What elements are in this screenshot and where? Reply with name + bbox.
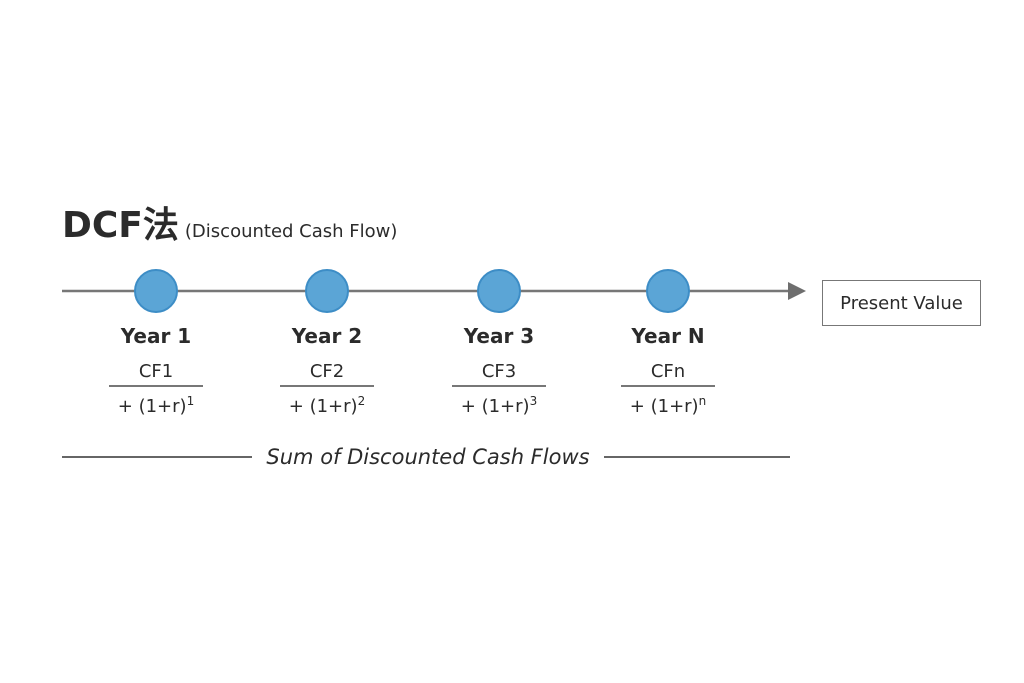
cash-flow-numerator: CF1 — [138, 361, 174, 382]
denominator-base: + (1+r) — [460, 396, 530, 417]
discount-denominator: + (1+r)1 — [56, 394, 256, 417]
denominator-exponent: 2 — [357, 394, 366, 408]
present-value-box: Present Value — [822, 280, 981, 326]
denominator-base: + (1+r) — [288, 396, 358, 417]
diagram-title: DCF法(Discounted Cash Flow) — [62, 196, 397, 248]
sum-label: Sum of Discounted Cash Flows — [266, 445, 590, 469]
discount-denominator: + (1+r)n — [568, 394, 768, 417]
cash-flow-numerator: CFn — [650, 361, 686, 382]
title-main: DCF法 — [62, 205, 179, 246]
sum-line-left — [62, 456, 252, 458]
title-subtitle: (Discounted Cash Flow) — [184, 221, 398, 242]
year-2-node — [305, 269, 349, 313]
arrow-head-icon — [788, 282, 806, 300]
year-label: Year 2 — [291, 324, 363, 348]
cash-flow-numerator: CF3 — [481, 361, 517, 382]
year-3-node — [477, 269, 521, 313]
denominator-exponent: 3 — [529, 394, 538, 408]
fraction-bar — [452, 385, 546, 387]
cash-flow-numerator: CF2 — [309, 361, 345, 382]
fraction-bar — [280, 385, 374, 387]
denominator-base: + (1+r) — [629, 396, 699, 417]
denominator-base: + (1+r) — [117, 396, 187, 417]
sum-line-right — [604, 456, 790, 458]
denominator-exponent: n — [698, 394, 707, 408]
year-n-node — [646, 269, 690, 313]
year-label: Year 3 — [463, 324, 535, 348]
discount-denominator: + (1+r)2 — [227, 394, 427, 417]
fraction-bar — [109, 385, 203, 387]
fraction-bar — [621, 385, 715, 387]
year-label: Year N — [631, 324, 705, 348]
year-1-node — [134, 269, 178, 313]
discount-denominator: + (1+r)3 — [399, 394, 599, 417]
denominator-exponent: 1 — [186, 394, 195, 408]
year-label: Year 1 — [120, 324, 192, 348]
